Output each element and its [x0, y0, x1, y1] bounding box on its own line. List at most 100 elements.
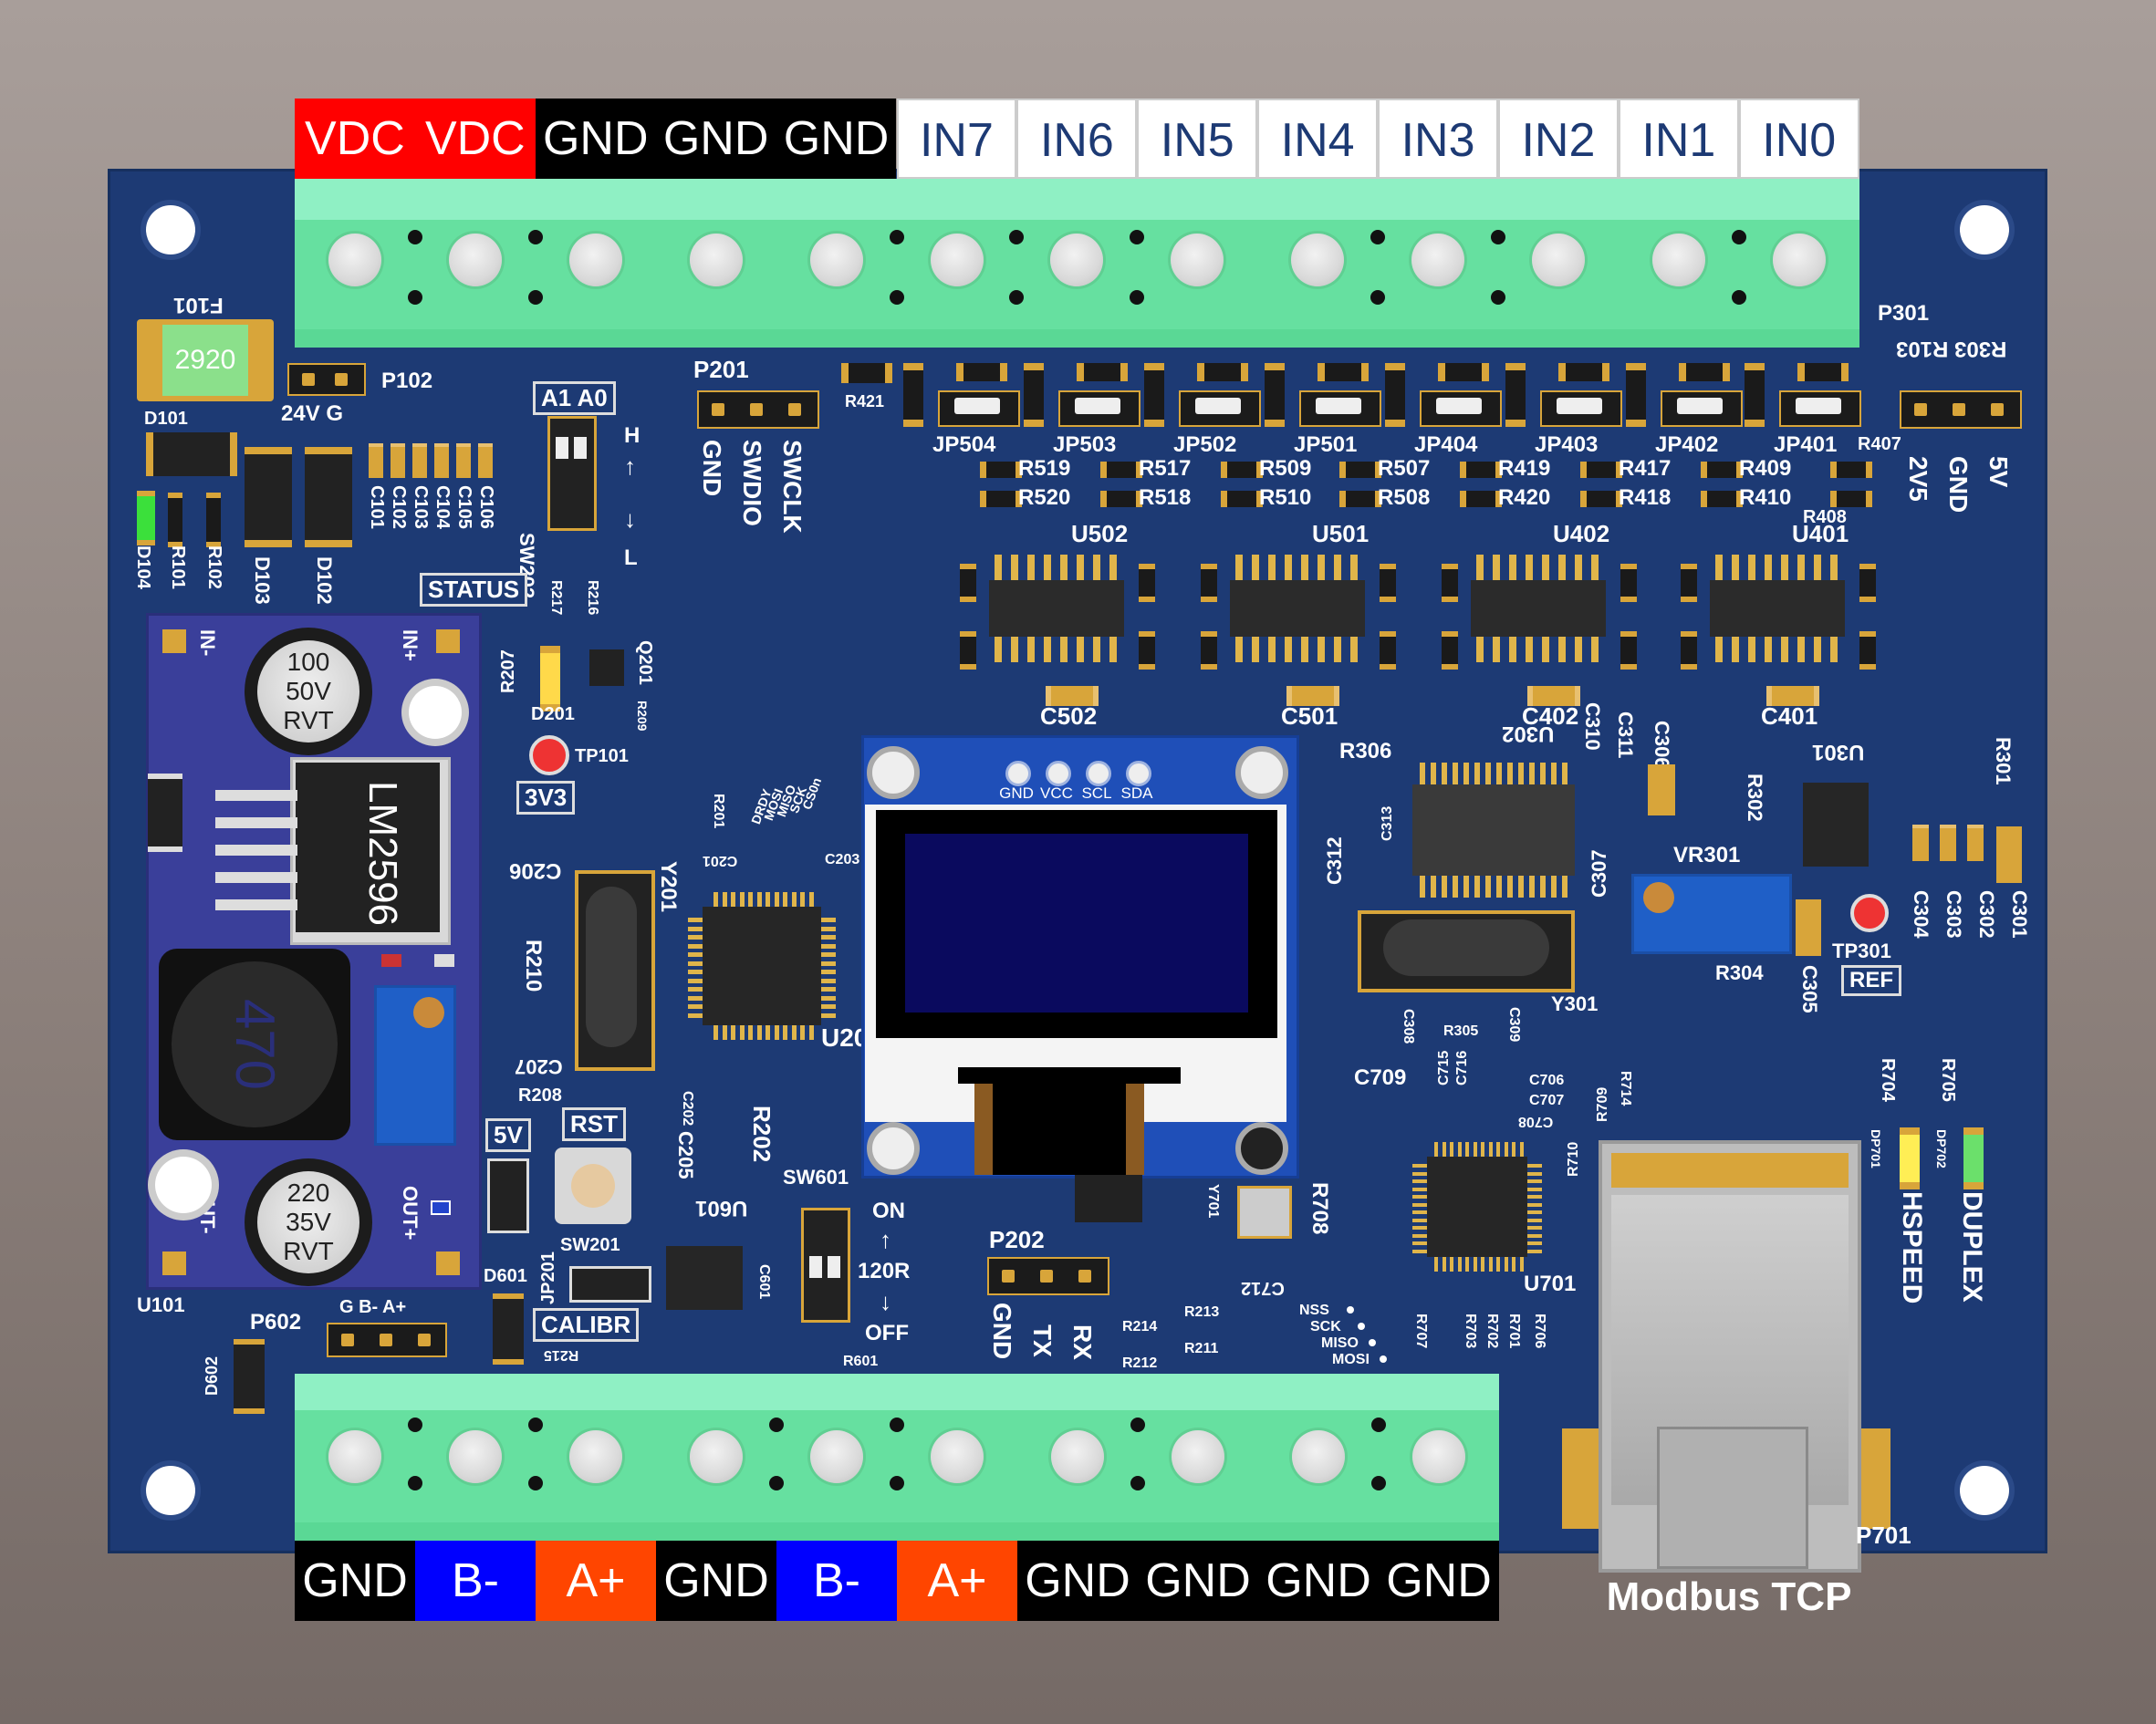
terminal-screw[interactable] — [810, 1430, 863, 1483]
ic-label-u501: U501 — [1312, 520, 1370, 547]
r714-label: R714 — [1618, 1071, 1633, 1106]
terminal-screw[interactable] — [1291, 234, 1345, 286]
r702-label: R702 — [1484, 1314, 1500, 1349]
mcu-pin — [821, 1013, 836, 1018]
jumper-cap[interactable] — [1677, 398, 1723, 414]
cap-label-c402: C402 — [1522, 702, 1579, 730]
jumper-cap[interactable] — [1316, 398, 1361, 414]
terminal-screw[interactable] — [328, 1430, 381, 1483]
jumper-jp503[interactable] — [1058, 390, 1140, 427]
resistor-label: R520 — [1018, 485, 1071, 510]
ic-pin — [1512, 1142, 1515, 1157]
vr301-knob[interactable] — [1643, 882, 1674, 913]
module-resistor — [434, 954, 454, 967]
dip-lever[interactable] — [809, 1256, 822, 1278]
jumper-cap[interactable] — [1557, 398, 1602, 414]
cap-label-c304: C304 — [1910, 890, 1932, 939]
in-plus-label: IN+ — [399, 629, 422, 661]
jumper-cap[interactable] — [1075, 398, 1120, 414]
mcu-pin — [821, 943, 836, 949]
mcu-pin — [748, 892, 753, 907]
c202-label: C202 — [680, 1091, 695, 1127]
terminal-screw[interactable] — [449, 1430, 502, 1483]
terminal-screw[interactable] — [1411, 234, 1465, 286]
resistor — [960, 631, 976, 670]
jumper-jp502[interactable] — [1179, 390, 1261, 427]
rj45-pins — [1611, 1153, 1849, 1188]
terminal-screw[interactable] — [1050, 234, 1104, 286]
mounting-hole — [146, 1466, 195, 1515]
mcu-pin — [766, 892, 770, 907]
top-terminal-label: VDC — [295, 99, 415, 179]
c205-label: C205 — [674, 1131, 697, 1179]
terminal-screw[interactable] — [690, 1430, 743, 1483]
jumper-5v[interactable] — [487, 1158, 529, 1233]
terminal-screw[interactable] — [931, 1430, 984, 1483]
dip-switch-sw202[interactable] — [547, 416, 597, 531]
terminal-screw[interactable] — [448, 234, 502, 286]
jumper-cap[interactable] — [1195, 398, 1241, 414]
trimmer-vr301[interactable] — [1631, 874, 1792, 954]
rst-button-cap[interactable] — [571, 1164, 615, 1208]
terminal-screw[interactable] — [1651, 234, 1705, 286]
terminal-dot — [890, 1476, 904, 1490]
r216-label: R216 — [585, 580, 600, 616]
inductor-text: 470 — [172, 961, 338, 1127]
dip-lever[interactable] — [828, 1256, 840, 1278]
dip-switch-sw601[interactable] — [801, 1208, 850, 1323]
terminal-dot — [527, 230, 543, 244]
terminal-screw[interactable] — [1171, 234, 1224, 286]
ic-u402 — [1471, 580, 1606, 637]
top-terminal-label: IN1 — [1618, 99, 1739, 179]
mcu-pin — [821, 1004, 836, 1009]
rst-box: RST — [562, 1107, 626, 1141]
mcu-pin — [791, 1025, 797, 1040]
rj45-jack[interactable] — [1599, 1140, 1861, 1573]
chip-u701 — [1427, 1157, 1527, 1257]
resistor — [1100, 462, 1142, 478]
resistor-r421 — [841, 363, 892, 383]
terminal-screw[interactable] — [1772, 234, 1826, 286]
oled-pin-hole — [1086, 761, 1111, 786]
terminal-screw[interactable] — [1412, 1430, 1465, 1483]
ic-pin — [1526, 637, 1533, 662]
terminal-screw[interactable] — [328, 234, 381, 286]
ic-pin — [1519, 1142, 1524, 1157]
dip-lever[interactable] — [574, 437, 587, 459]
ic-pin — [1496, 1257, 1500, 1272]
resistor — [1221, 491, 1263, 507]
jumper-calibr[interactable] — [569, 1266, 651, 1303]
pad-in-minus — [162, 629, 186, 653]
ic-pin — [1485, 763, 1491, 784]
terminal-screw[interactable] — [930, 234, 984, 286]
terminal-screw[interactable] — [569, 1430, 622, 1483]
jumper-cap[interactable] — [1436, 398, 1482, 414]
jumper-jp401[interactable] — [1779, 390, 1861, 427]
arrow-down-icon: ↓ — [624, 505, 636, 533]
jumper-cap[interactable] — [954, 398, 1000, 414]
terminal-screw[interactable] — [1172, 1430, 1224, 1483]
a1a0-box: A1 A0 — [533, 381, 616, 415]
rst-button[interactable] — [555, 1148, 631, 1224]
r208-label: R208 — [518, 1085, 562, 1106]
module-hole — [155, 1157, 212, 1213]
ic-pin — [1420, 763, 1425, 784]
d602-label: D602 — [203, 1355, 221, 1396]
capacitor-c103 — [412, 443, 427, 478]
terminal-screw[interactable] — [1532, 234, 1585, 286]
terminal-screw[interactable] — [809, 234, 863, 286]
terminal-screw[interactable] — [1292, 1430, 1345, 1483]
ic-pin — [1334, 555, 1341, 580]
ic-pin — [1011, 637, 1018, 662]
resistor-label: R509 — [1259, 456, 1312, 481]
terminal-screw[interactable] — [689, 234, 743, 286]
terminal-screw[interactable] — [568, 234, 622, 286]
jumper-cap[interactable] — [1796, 398, 1841, 414]
ic-pin — [1431, 763, 1436, 784]
c308-label: C308 — [1401, 1009, 1416, 1044]
ic-pin — [1732, 637, 1739, 662]
terminal-screw[interactable] — [1051, 1430, 1104, 1483]
ic-pin — [1350, 555, 1358, 580]
dip-lever[interactable] — [556, 437, 568, 459]
ic-pin — [1542, 555, 1549, 580]
